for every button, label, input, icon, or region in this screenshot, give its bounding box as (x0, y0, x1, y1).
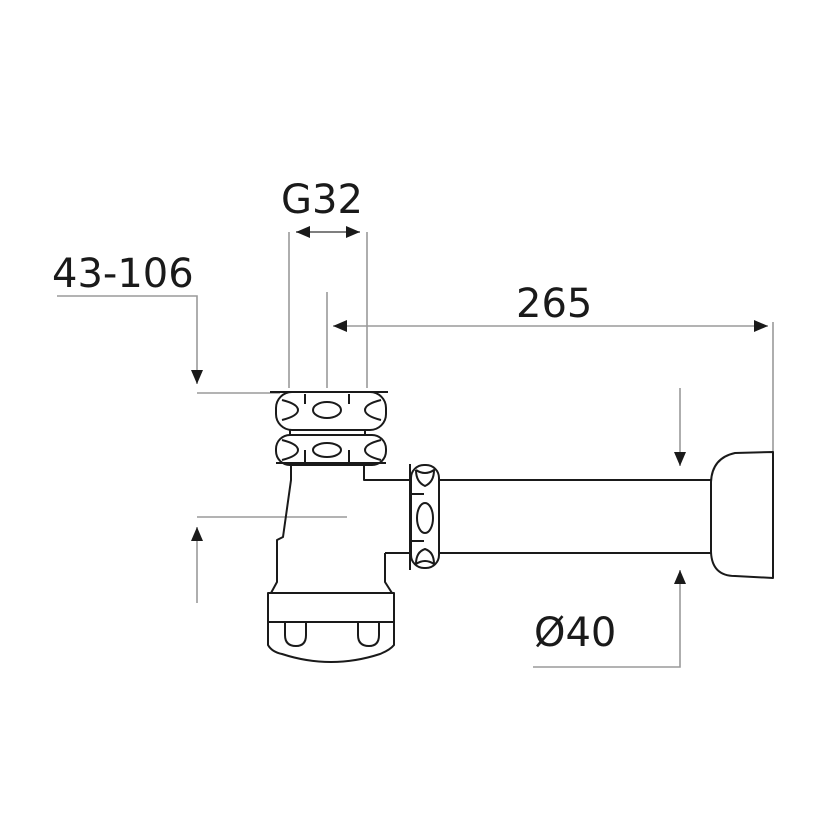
lower-nut (275, 434, 387, 466)
wall-rosette (710, 451, 774, 579)
trap-body (270, 465, 412, 594)
thread-size-label: G32 (281, 177, 363, 223)
height-leader-top (57, 295, 203, 384)
siphon-outline (267, 391, 774, 663)
dimension-lines (57, 226, 774, 668)
height-range-label: 43-106 (52, 251, 194, 297)
side-nut (409, 464, 440, 570)
upper-nut (270, 391, 388, 431)
outlet-diameter-label: Ø40 (534, 610, 617, 656)
diameter-leader-bottom (533, 570, 686, 668)
trap-cap (267, 592, 395, 663)
length-label: 265 (516, 281, 593, 327)
outlet-pipe (439, 479, 712, 554)
